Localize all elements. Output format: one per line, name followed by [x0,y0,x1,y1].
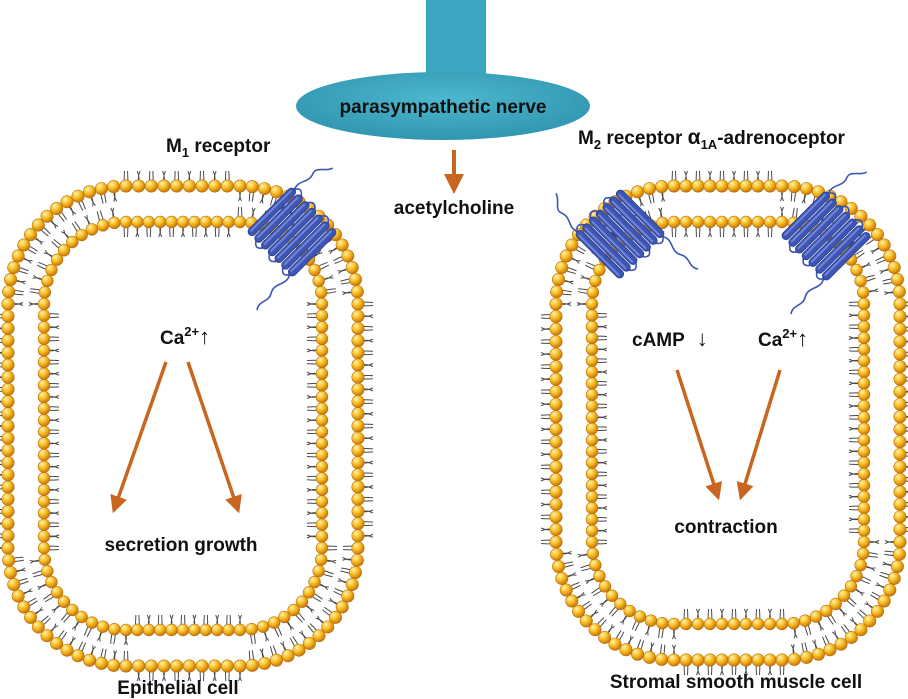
growth-arrow [186,361,242,514]
nerve-label: parasympathetic nerve [340,97,547,118]
m2-receptor [555,189,699,279]
stromal-calcium-label: Ca2+↑ [758,326,808,351]
parasympathetic-nerve: parasympathetic nerve [296,0,590,140]
m1-receptor-label: M1 receptor [166,136,271,160]
nerve-axon [426,0,486,80]
stromal-cell-label: Stromal smooth muscle cell [610,672,862,693]
camp-label: cAMP↓ [632,326,708,351]
epithelial-effects-label: secretion growth [104,535,257,556]
epithelial-cell-label: Epithelial cell [117,678,238,699]
lipid-heads [549,179,907,667]
acetylcholine-label: acetylcholine [394,198,514,219]
receptor-group [247,167,871,315]
secretion-arrow [110,361,168,514]
alpha1a-adrenoceptor [781,171,871,315]
calcium-contraction-arrow [736,369,782,501]
epithelial-calcium-label: Ca2+↑ [160,324,210,349]
contraction-label: contraction [674,517,777,538]
nerve-terminal [296,72,590,140]
m1-receptor [247,167,337,311]
camp-contraction-arrow [675,369,723,501]
m2-alpha-receptor-label: M2 receptor α1A-adrenoceptor [578,126,846,152]
